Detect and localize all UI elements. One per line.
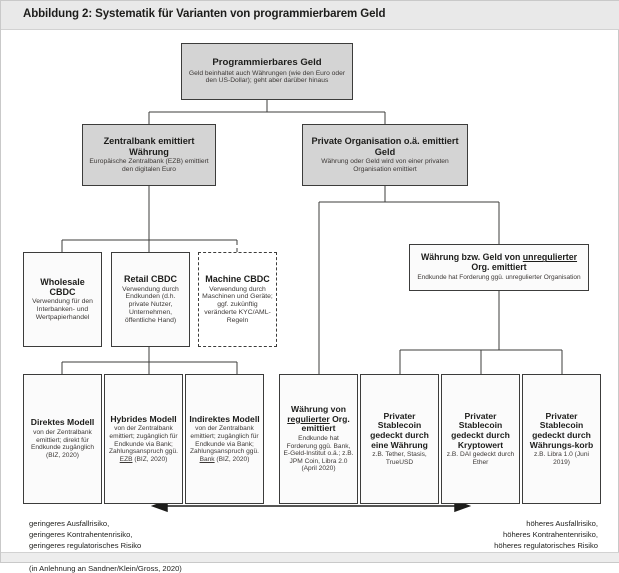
node-title: Privater Stablecoin gedeckt durch eine W… [370,410,429,450]
node-subtitle: von der Zentralbank emittiert; zugänglic… [190,425,259,463]
node-subtitle: Europäische Zentralbank (EZB) emittiert … [89,158,209,173]
node-subtitle: Währung oder Geld wird von einer private… [321,158,449,173]
node-stablecoin-gedeckt-durch-kryptowert[interactable]: Privater Stablecoin gedeckt durch Krypto… [441,374,520,504]
node-stablecoin-gedeckt-durch-waehrungskorb[interactable]: Privater Stablecoin gedeckt durch Währun… [522,374,601,504]
node-subtitle: Verwendung für den Interbanken- und Wert… [32,298,93,322]
figure-header-bar: Abbildung 2: Systematik für Varianten vo… [1,1,619,30]
node-title: Zentralbank emittiert Währung [103,136,195,157]
node-title: Wholesale CBDC [40,277,85,298]
node-waehrung-von-regulierter-org[interactable]: Währung von regulierter Org. emittiert E… [279,374,358,504]
node-title: Privater Stablecoin gedeckt durch Krypto… [451,410,510,450]
node-programmierbares-geld[interactable]: Programmierbares Geld Geld beinhaltet au… [181,43,353,100]
node-subtitle: Verwendung durch Endkunden (d.h. private… [122,285,179,324]
node-stablecoin-gedeckt-durch-waehrung[interactable]: Privater Stablecoin gedeckt durch eine W… [360,374,439,504]
risk-caption-right: höheres Ausfallrisiko, höheres Kontrahen… [494,519,598,550]
node-direktes-modell[interactable]: Direktes Modell von der Zentralbank emit… [23,374,102,504]
node-hybrides-modell[interactable]: Hybrides Modell von der Zentralbank emit… [104,374,183,504]
node-title: Direktes Modell [30,417,95,428]
node-subtitle: z.B. Tether, Stasis, TrueUSD [372,451,427,466]
node-subtitle: z.B. Libra 1.0 (Juni 2019) [534,451,589,466]
node-unregulierte-org-emittiert[interactable]: Währung bzw. Geld von unregulierter Org.… [409,244,589,291]
node-title: Retail CBDC [123,274,177,285]
node-subtitle: z.B. DAI gedeckt durch Ether [446,451,515,466]
node-title: Hybrides Modell [110,413,177,424]
node-subtitle: Geld beinhaltet auch Währungen (wie den … [188,69,346,85]
source-note: (in Anlehnung an Sandner/Klein/Gross, 20… [29,564,182,573]
node-title: Private Organisation o.ä. emittiert Geld [311,136,459,157]
node-title: Programmierbares Geld [212,56,322,68]
node-title: Machine CBDC [205,274,270,285]
node-subtitle: von der Zentralbank emittiert; direkt fü… [30,429,95,459]
node-subtitle: Endkunde hat Forderung ggü. unregulierte… [417,274,581,282]
risk-caption-left: geringeres Ausfallrisiko, geringeres Kon… [29,519,142,550]
node-private-organisation-emittiert-geld[interactable]: Private Organisation o.ä. emittiert Geld… [302,124,468,186]
figure-footer-bar [1,552,619,562]
node-title: Währung bzw. Geld von unregulierter Org.… [420,252,578,273]
node-wholesale-cbdc[interactable]: Wholesale CBDC Verwendung für den Interb… [23,252,102,347]
node-machine-cbdc[interactable]: Machine CBDC Verwendung durch Maschinen … [198,252,277,347]
node-title: Indirektes Modell [189,413,260,424]
figure-title: Abbildung 2: Systematik für Varianten vo… [23,8,386,20]
node-indirektes-modell[interactable]: Indirektes Modell von der Zentralbank em… [185,374,264,504]
diagram-canvas: Programmierbares Geld Geld beinhaltet au… [1,30,619,573]
node-subtitle: von der Zentralbank emittiert; zugänglic… [109,425,178,463]
node-retail-cbdc[interactable]: Retail CBDC Verwendung durch Endkunden (… [111,252,190,347]
node-zentralbank-emittiert-waehrung[interactable]: Zentralbank emittiert Währung Europäisch… [82,124,216,186]
node-title: Währung von regulierter Org. emittiert [287,404,350,434]
node-subtitle: Verwendung durch Maschinen und Geräte; g… [202,285,273,324]
node-title: Privater Stablecoin gedeckt durch Währun… [529,410,594,450]
node-subtitle: Endkunde hat Forderung ggü. Bank, E-Geld… [283,435,354,473]
